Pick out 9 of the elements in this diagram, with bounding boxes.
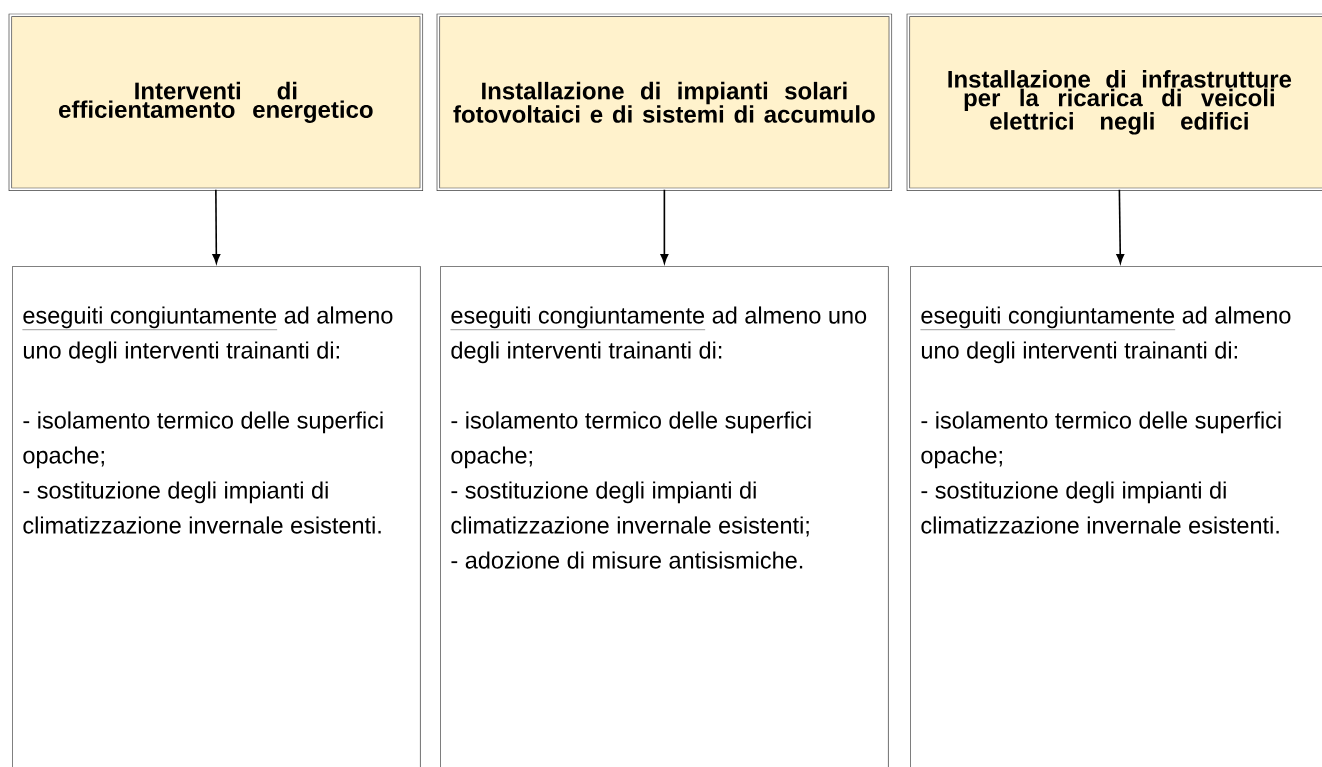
text-box: eseguiti congiuntamente ad almeno uno degli interventi trainanti di: - isolamento termico delle superfici opache; - sostituzione degli impianti di climatizzazione invernale esistenti. xyxy=(910,266,1322,767)
text-box: eseguiti congiuntamente ad almeno uno degli interventi trainanti di: - isolamento termico delle superfici opache; - sostituzione degli impianti di climatizzazione invernale esistenti. xyxy=(12,266,421,767)
heading-box: Installazione di infrastrutture per la ricarica di veicoli elettrici negli edifici xyxy=(906,13,1322,192)
text-box: eseguiti congiuntamente ad almeno uno degli interventi trainanti di: - isolamento termico delle superfici opache; - sostituzione degli impianti di climatizzazione invernale esistenti; - adozione di misure antisismiche. xyxy=(440,266,889,767)
arrow xyxy=(212,188,221,264)
arrow xyxy=(660,188,669,264)
heading-box: Interventi di efficientamento energetico xyxy=(8,13,424,192)
heading-box: Installazione di impianti solari fotovoltaici e di sistemi di accumulo xyxy=(436,13,893,192)
arrow xyxy=(1116,188,1125,264)
